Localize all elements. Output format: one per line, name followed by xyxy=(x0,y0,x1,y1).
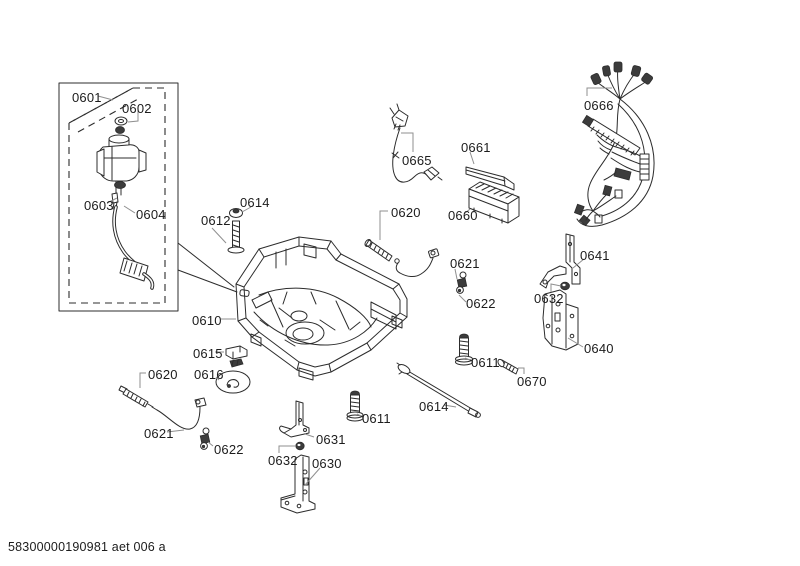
bracket-0630-drawing xyxy=(280,454,316,514)
part-label-0622-right: 0622 xyxy=(466,296,496,311)
control-module-0660-drawing xyxy=(468,181,520,224)
part-label-0601: 0601 xyxy=(72,90,102,105)
nut-0632-left-drawing xyxy=(295,441,305,451)
clip-0615-drawing xyxy=(225,345,248,368)
part-label-0620-left: 0620 xyxy=(148,367,178,382)
link-0622-left-drawing xyxy=(199,427,211,450)
part-label-0640: 0640 xyxy=(584,341,614,356)
part-label-0632-left: 0632 xyxy=(268,453,298,468)
leader-lines xyxy=(97,87,612,486)
part-label-0610: 0610 xyxy=(192,313,222,328)
part-label-0622-left: 0622 xyxy=(214,442,244,457)
document-code: 58300000190981 aet 006 a xyxy=(8,540,166,554)
link-0622-right-drawing xyxy=(456,271,468,294)
part-label-0661: 0661 xyxy=(461,140,491,155)
bracket-0641-drawing xyxy=(539,233,581,289)
part-label-0632-right: 0632 xyxy=(534,291,564,306)
part-label-0641: 0641 xyxy=(580,248,610,263)
part-label-0631: 0631 xyxy=(316,432,346,447)
spring-0620-right-drawing xyxy=(364,239,393,262)
part-label-0604: 0604 xyxy=(136,207,166,222)
base-frame-drawing xyxy=(235,236,408,381)
wire-0621-left-drawing xyxy=(151,397,207,430)
part-label-0616: 0616 xyxy=(194,367,224,382)
part-label-0630: 0630 xyxy=(312,456,342,471)
part-label-0666: 0666 xyxy=(584,98,614,113)
part-label-0615: 0615 xyxy=(193,346,223,361)
part-label-0602: 0602 xyxy=(122,101,152,116)
inlet-valve-assembly-drawing xyxy=(96,116,155,290)
part-label-0611-center: 0611 xyxy=(362,411,391,426)
part-label-0670: 0670 xyxy=(517,374,547,389)
screw-0670-drawing xyxy=(497,358,519,375)
detail-circle-0616-drawing xyxy=(215,370,251,394)
part-label-0621-right: 0621 xyxy=(450,256,480,271)
part-label-0665: 0665 xyxy=(402,153,432,168)
foot-0611-center-drawing xyxy=(346,390,364,422)
part-label-0620-right: 0620 xyxy=(391,205,421,220)
cable-0614-bottom-drawing xyxy=(396,362,481,418)
part-label-0611-right: 0611 xyxy=(471,355,500,370)
screw-0612-and-nut-0614-drawing xyxy=(227,208,245,254)
cable-harness-0666-drawing xyxy=(573,61,655,227)
part-label-0603: 0603 xyxy=(84,198,114,213)
part-label-0614-bottom: 0614 xyxy=(419,399,449,414)
cover-strip-0661-drawing xyxy=(465,166,515,191)
part-label-0621-left: 0621 xyxy=(144,426,174,441)
power-cord-0665-drawing xyxy=(389,103,443,183)
bracket-0631-drawing xyxy=(279,400,310,438)
inset-box xyxy=(58,82,238,312)
part-label-0660: 0660 xyxy=(448,208,478,223)
wire-0621-right-drawing xyxy=(394,248,440,277)
spring-0620-left-drawing xyxy=(118,385,154,408)
part-label-0612: 0612 xyxy=(201,213,231,228)
part-label-0614-top: 0614 xyxy=(240,195,270,210)
nut-0632-right-drawing xyxy=(560,281,570,291)
foot-0611-right-drawing xyxy=(455,333,473,366)
